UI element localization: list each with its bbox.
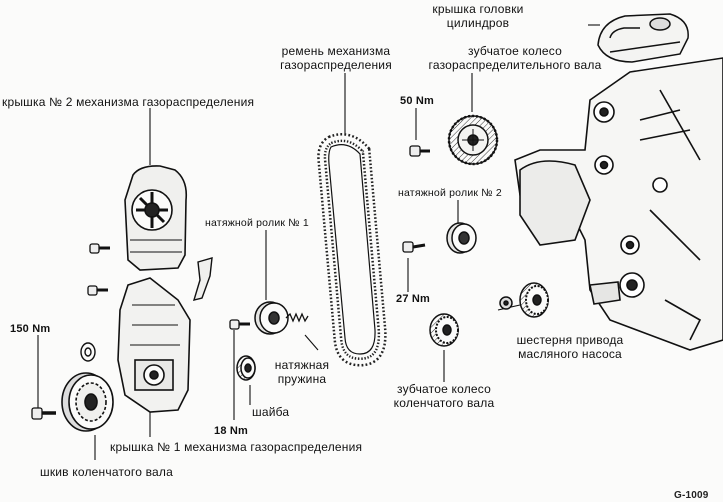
label-torque-50: 50 Nm bbox=[400, 95, 435, 107]
timing-belt-part bbox=[317, 133, 387, 367]
timing-cover-1-part bbox=[117, 277, 191, 413]
label-timing-cover-2: крышка № 2 механизма газораспределения bbox=[2, 95, 255, 109]
idler-pulley-2-part bbox=[446, 222, 477, 254]
label-washer: шайба bbox=[252, 405, 290, 419]
label-crank-pulley: шкив коленчатого вала bbox=[40, 465, 173, 479]
label-idler-pulley-2: натяжной ролик № 2 bbox=[398, 187, 502, 199]
label-cylinder-head-cover: крышка головки цилиндров bbox=[432, 2, 524, 30]
bolt-27nm-part bbox=[402, 241, 426, 253]
label-crank-gear: зубчатое колесо коленчатого вала bbox=[393, 382, 495, 410]
idler-pulley-1-part bbox=[254, 301, 309, 335]
label-torque-27: 27 Nm bbox=[396, 293, 431, 305]
label-idler-pulley-1: натяжной ролик № 1 bbox=[205, 217, 309, 229]
crankshaft-gear-part bbox=[429, 313, 459, 347]
label-oil-pump-gear: шестерня привода масляного насоса bbox=[516, 333, 624, 361]
bolt-150nm-part bbox=[31, 407, 56, 420]
oil-pump-gear-part bbox=[499, 282, 549, 318]
crankshaft-pulley-part bbox=[61, 372, 114, 432]
spacer-part bbox=[80, 342, 96, 362]
leader-lines bbox=[37, 24, 600, 460]
label-timing-cover-1: крышка № 1 механизма газораспределения bbox=[110, 440, 363, 454]
bolt-18nm-part bbox=[229, 319, 250, 330]
cover-bolts-part bbox=[87, 243, 110, 296]
label-torque-150: 150 Nm bbox=[10, 323, 51, 335]
washer-part bbox=[236, 355, 256, 381]
label-tension-spring: натяжная пружина bbox=[274, 358, 330, 386]
label-camshaft-gear: зубчатое колесо газораспределительного в… bbox=[428, 44, 602, 72]
figure-reference: G-1009 bbox=[674, 490, 709, 501]
timing-cover-2-part bbox=[124, 165, 188, 271]
engine-block-part bbox=[514, 57, 723, 351]
label-timing-belt: ремень механизма газораспределения bbox=[280, 44, 392, 72]
bolt-50nm-part bbox=[409, 145, 430, 157]
label-torque-18: 18 Nm bbox=[214, 425, 249, 437]
bracket-part bbox=[192, 257, 213, 301]
camshaft-gear-part bbox=[447, 114, 499, 166]
cylinder-head-cover-part bbox=[597, 13, 689, 63]
